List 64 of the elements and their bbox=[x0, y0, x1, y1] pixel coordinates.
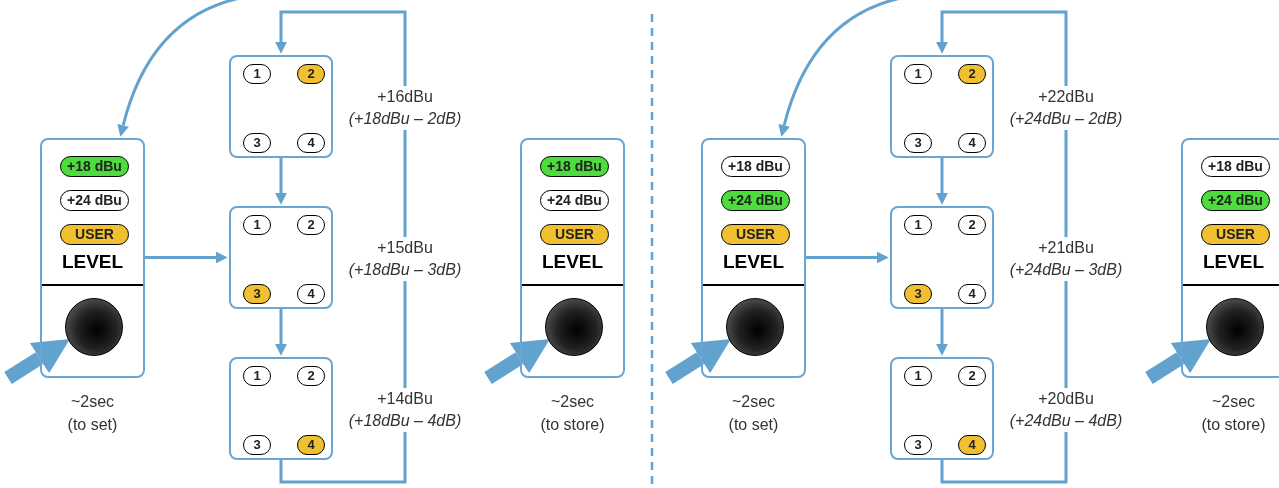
preset-indicator: 4 bbox=[958, 435, 986, 455]
preset-indicator: 1 bbox=[243, 64, 271, 84]
preset-indicator: 1 bbox=[243, 215, 271, 235]
preset-indicator: 1 bbox=[904, 215, 932, 235]
panel-label: LEVEL bbox=[1202, 250, 1265, 274]
mode-indicator: +18 dBu bbox=[1201, 156, 1270, 177]
preset-indicator: 3 bbox=[243, 284, 271, 304]
arrow bbox=[936, 309, 948, 356]
mode-indicator: +18 dBu bbox=[540, 156, 609, 177]
arrow bbox=[936, 158, 948, 205]
mode-indicator: +24 dBu bbox=[721, 190, 790, 211]
preset-grid bbox=[229, 357, 333, 460]
preset-indicator: 4 bbox=[297, 435, 325, 455]
preset-indicator: 2 bbox=[297, 64, 325, 84]
panel-label: LEVEL bbox=[722, 250, 785, 274]
arrow bbox=[665, 338, 731, 384]
duration-note: ~2sec bbox=[731, 392, 776, 412]
preset-indicator: 2 bbox=[958, 366, 986, 386]
arrow bbox=[4, 338, 70, 384]
preset-indicator: 3 bbox=[904, 435, 932, 455]
preset-indicator: 2 bbox=[958, 64, 986, 84]
duration-note: (to store) bbox=[540, 415, 605, 435]
preset-grid bbox=[229, 206, 333, 309]
mode-indicator: +18 dBu bbox=[60, 156, 129, 177]
panel-label: LEVEL bbox=[61, 250, 124, 274]
preset-indicator: 1 bbox=[243, 366, 271, 386]
preset-indicator: 2 bbox=[297, 215, 325, 235]
preset-indicator: 3 bbox=[904, 133, 932, 153]
arrow bbox=[275, 158, 287, 205]
preset-indicator: 1 bbox=[904, 366, 932, 386]
arrow bbox=[275, 309, 287, 356]
mode-indicator: +24 dBu bbox=[60, 190, 129, 211]
preset-indicator: 3 bbox=[243, 435, 271, 455]
panel-label: LEVEL bbox=[541, 250, 604, 274]
preset-grid bbox=[229, 55, 333, 158]
preset-grid bbox=[890, 55, 994, 158]
preset-indicator: 2 bbox=[297, 366, 325, 386]
mode-indicator: +18 dBu bbox=[721, 156, 790, 177]
mode-indicator: USER bbox=[60, 224, 129, 245]
arrow bbox=[484, 338, 550, 384]
arrow bbox=[806, 251, 889, 264]
preset-indicator: 4 bbox=[958, 133, 986, 153]
preset-indicator: 3 bbox=[904, 284, 932, 304]
preset-grid bbox=[890, 357, 994, 460]
mode-indicator: +24 dBu bbox=[540, 190, 609, 211]
duration-note: ~2sec bbox=[70, 392, 115, 412]
mode-indicator: USER bbox=[721, 224, 790, 245]
preset-indicator: 4 bbox=[958, 284, 986, 304]
arrow bbox=[145, 251, 228, 264]
arrow bbox=[1145, 338, 1211, 384]
preset-indicator: 2 bbox=[958, 215, 986, 235]
preset-grid bbox=[890, 206, 994, 309]
duration-note: ~2sec bbox=[550, 392, 595, 412]
preset-indicator: 4 bbox=[297, 284, 325, 304]
preset-indicator: 4 bbox=[297, 133, 325, 153]
duration-note: (to set) bbox=[67, 415, 118, 435]
mode-indicator: USER bbox=[1201, 224, 1270, 245]
mode-indicator: USER bbox=[540, 224, 609, 245]
duration-note: ~2sec bbox=[1211, 392, 1256, 412]
duration-note: (to set) bbox=[728, 415, 779, 435]
preset-indicator: 3 bbox=[243, 133, 271, 153]
duration-note: (to store) bbox=[1201, 415, 1266, 435]
mode-indicator: +24 dBu bbox=[1201, 190, 1270, 211]
preset-indicator: 1 bbox=[904, 64, 932, 84]
